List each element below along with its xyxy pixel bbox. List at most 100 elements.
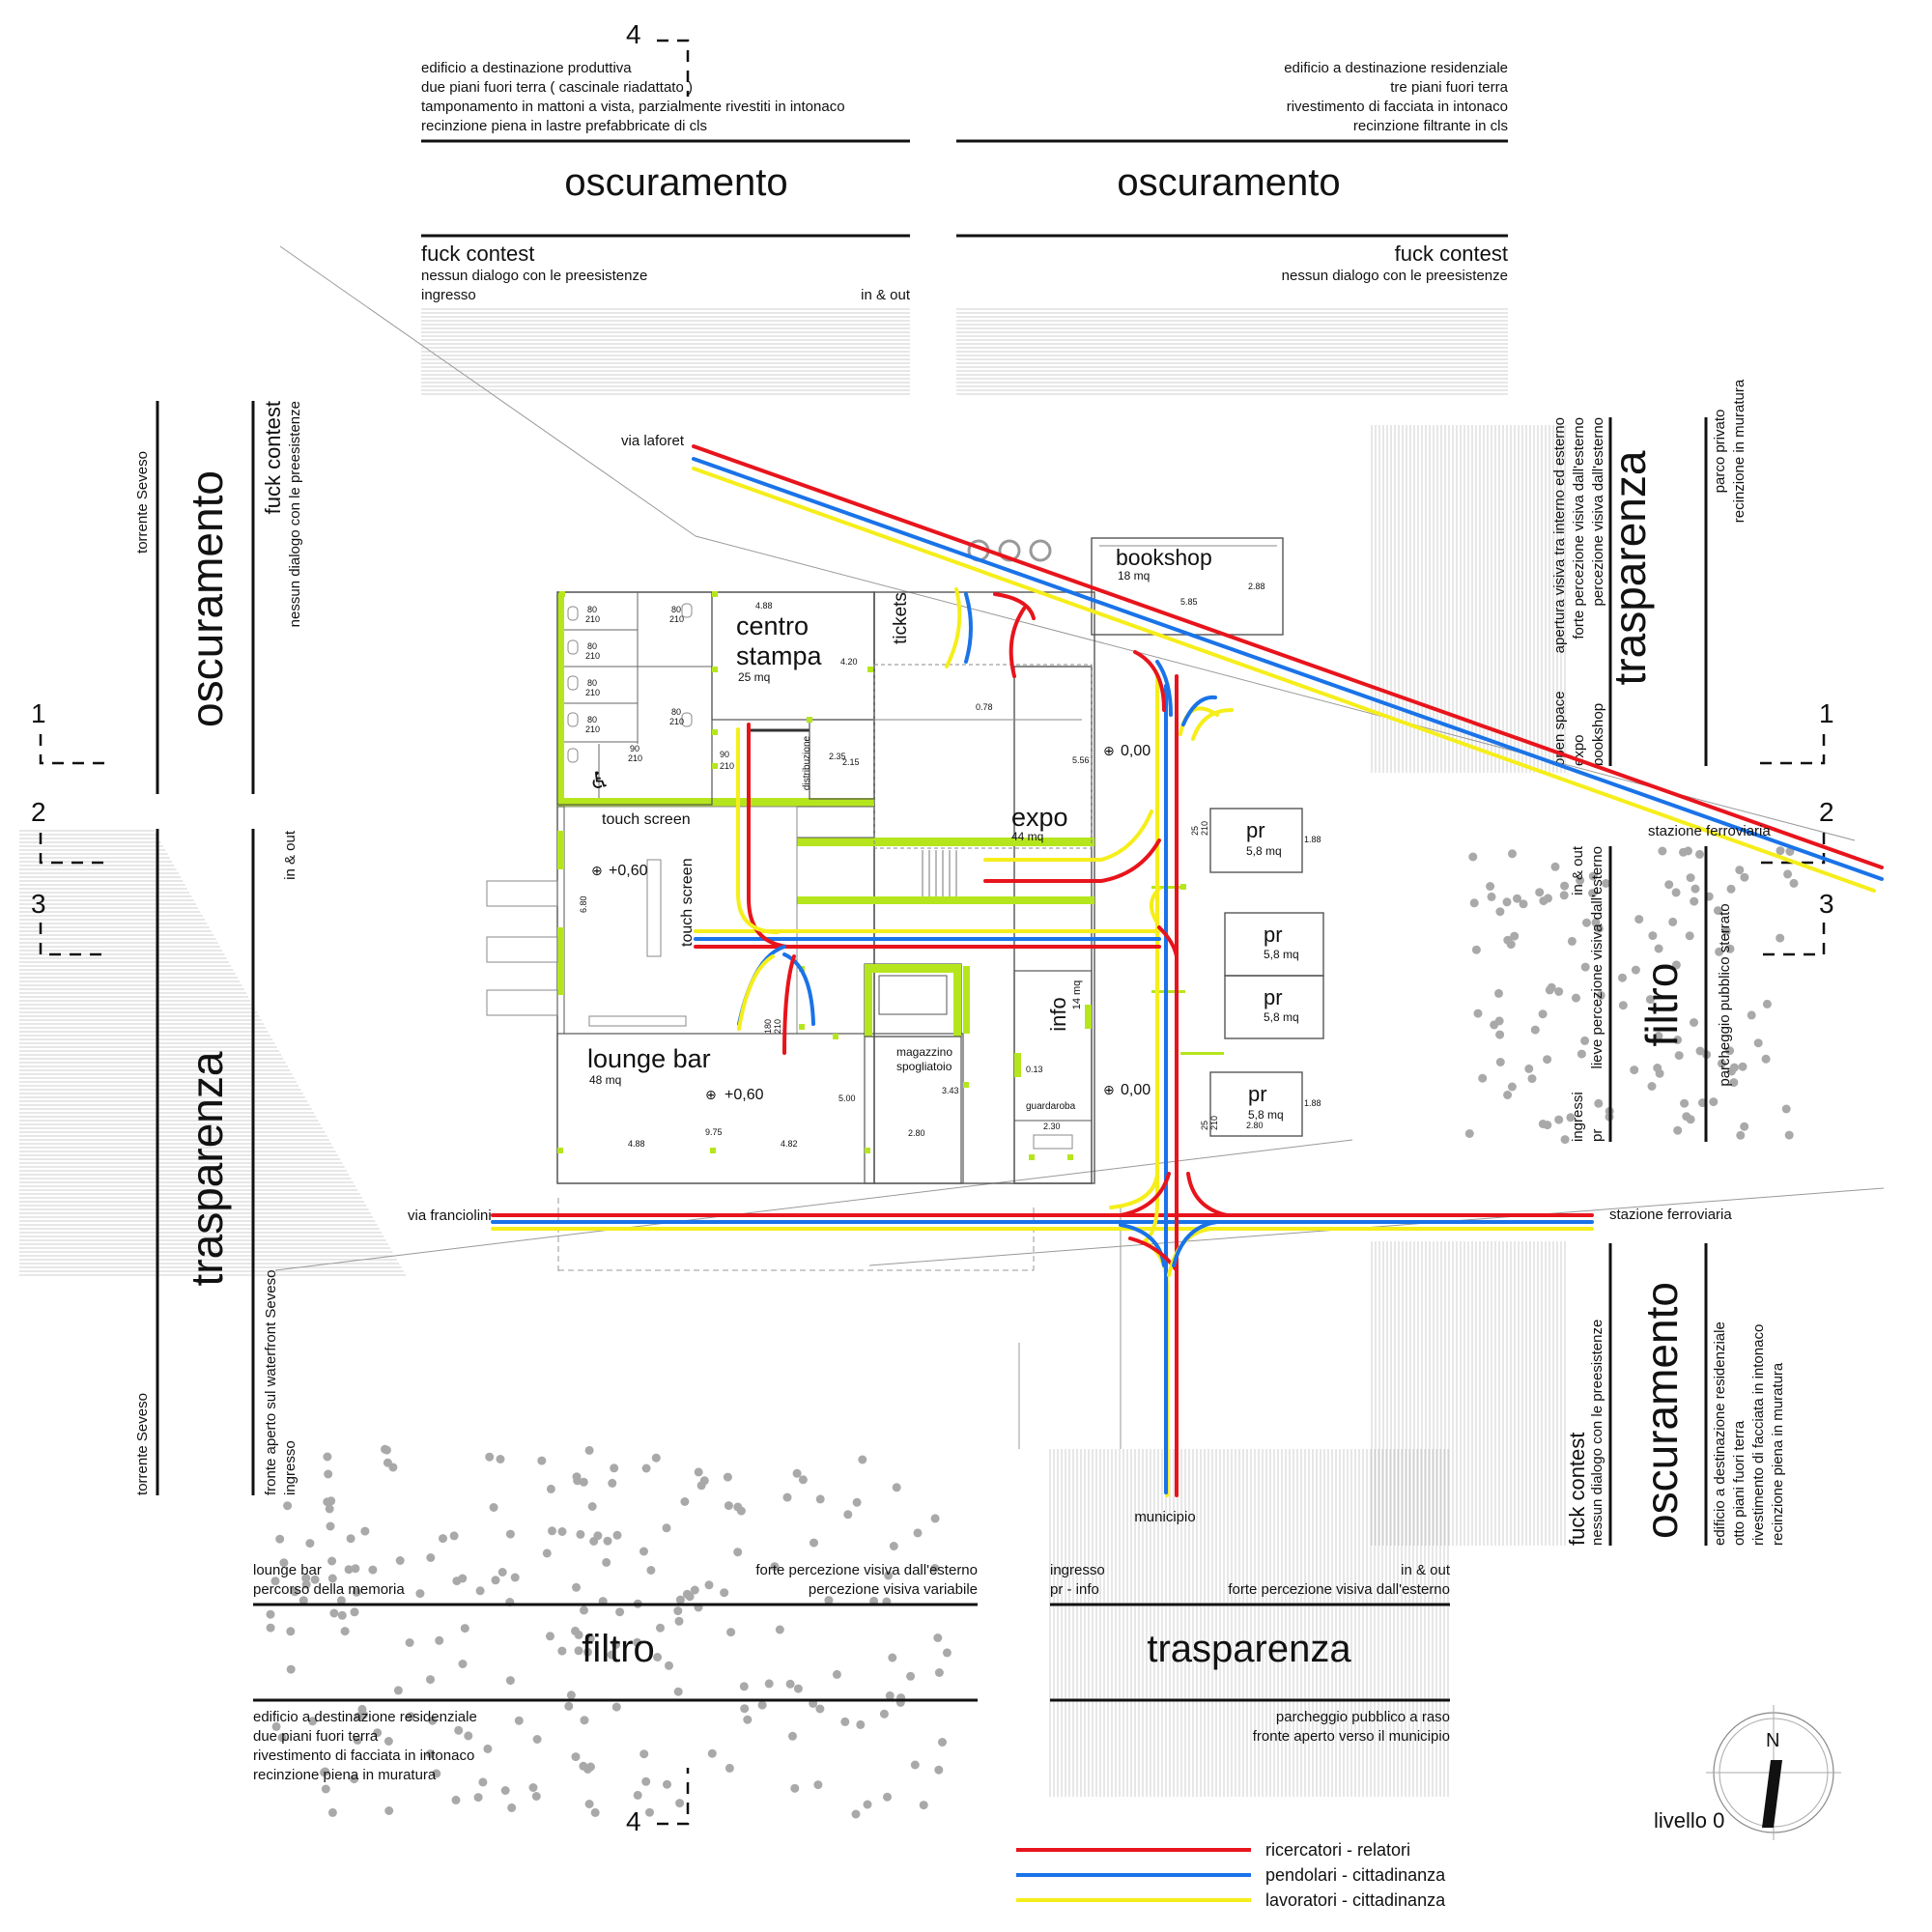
svg-text:⊕: ⊕: [1103, 743, 1115, 758]
dot: [1781, 1104, 1791, 1114]
dot: [1519, 899, 1528, 909]
svg-text:210: 210: [669, 717, 684, 726]
dot: [1487, 892, 1496, 901]
dot: [1695, 849, 1704, 859]
dot: [286, 1664, 296, 1674]
dot: [1671, 960, 1681, 970]
dot: [1550, 862, 1560, 871]
north-label: N: [1766, 1730, 1779, 1751]
dot: [1735, 866, 1745, 875]
note-line: edificio a destinazione residenziale: [253, 1709, 477, 1725]
flow-blue-diagonal: [692, 457, 1884, 881]
svg-text:2.35: 2.35: [829, 752, 846, 761]
svg-text:210: 210: [669, 614, 684, 624]
note-line: edificio a destinazione produttiva: [421, 60, 632, 76]
dot: [1680, 1098, 1690, 1108]
note-line: tamponamento in mattoni a vista, parzial…: [421, 99, 845, 115]
dot: [1602, 879, 1610, 888]
dot: [743, 1715, 753, 1724]
band-sub-left: pr - info: [1050, 1581, 1099, 1598]
dot: [1554, 1115, 1564, 1124]
dot: [344, 1565, 354, 1575]
dot: [1684, 846, 1692, 856]
svg-text:180: 180: [763, 1019, 773, 1034]
dot: [1464, 1129, 1474, 1138]
dot: [1567, 936, 1577, 946]
dot: [1582, 918, 1591, 927]
svg-text:210: 210: [585, 724, 600, 734]
svg-text:⊕: ⊕: [705, 1087, 717, 1102]
dot: [1654, 944, 1663, 953]
dot: [1762, 999, 1772, 1009]
band-title: oscuramento: [1636, 1282, 1687, 1539]
band-sub-line: ingressi: [1570, 1092, 1586, 1142]
dot: [824, 1596, 834, 1605]
room-label-centro-stampa-2: stampa: [736, 641, 823, 670]
dot: [612, 1530, 622, 1540]
note-line: due piani fuori terra: [253, 1728, 379, 1745]
svg-text:1.88: 1.88: [1304, 1098, 1321, 1108]
dot: [740, 1704, 750, 1714]
band-title: oscuramento: [564, 161, 787, 204]
dot: [270, 1577, 280, 1586]
dot: [1673, 1125, 1683, 1135]
dot: [325, 1504, 334, 1514]
room-label-bookshop: bookshop: [1116, 545, 1212, 570]
dot: [1530, 1025, 1540, 1035]
dot: [574, 1646, 583, 1656]
room-label-distribuzione: distribuzione: [802, 735, 812, 790]
svg-text:80: 80: [587, 715, 597, 724]
dot: [615, 1607, 625, 1617]
dot: [350, 1775, 359, 1784]
dot: [449, 1531, 459, 1541]
dot: [673, 1606, 683, 1616]
note-line: tre piani fuori terra: [1390, 79, 1508, 96]
room-label-pr: pr: [1248, 1082, 1267, 1106]
dot: [889, 1542, 898, 1550]
dot: [1596, 990, 1605, 1000]
band-sub-label: open space: [1551, 691, 1568, 766]
dot: [426, 1553, 436, 1562]
legend-label: pendolari - cittadinanza: [1265, 1865, 1446, 1885]
svg-text:4.88: 4.88: [755, 601, 773, 611]
street-label-station-top: stazione ferroviaria: [1648, 823, 1771, 839]
note-line: edificio a destinazione residenziale: [1284, 60, 1508, 76]
band-note: rivestimento di facciata in intonaco: [1750, 1324, 1767, 1546]
dot: [327, 1574, 337, 1583]
dot: [346, 1534, 355, 1544]
dot: [1726, 884, 1736, 894]
dot: [1740, 1122, 1749, 1131]
dot: [1495, 907, 1505, 917]
dot: [694, 1467, 703, 1477]
dot: [843, 1510, 853, 1520]
svg-text:4.20: 4.20: [840, 657, 858, 667]
section-mark-1-right: 1: [1819, 698, 1834, 728]
dot: [930, 1564, 940, 1573]
dot: [736, 1506, 746, 1516]
dot: [1524, 1064, 1534, 1073]
dot: [585, 1634, 595, 1643]
dot: [384, 1737, 393, 1746]
dot: [475, 1586, 485, 1596]
room-label-guardaroba: guardaroba: [1026, 1101, 1076, 1112]
svg-text:2.88: 2.88: [1248, 582, 1265, 591]
dot: [1671, 888, 1681, 897]
dot: [308, 1717, 318, 1726]
dot: [579, 1761, 588, 1771]
svg-text:0.13: 0.13: [1026, 1065, 1043, 1074]
dot: [1648, 931, 1658, 941]
dot: [275, 1534, 285, 1544]
dot: [942, 1648, 952, 1658]
dot: [665, 1661, 673, 1670]
dot: [1468, 852, 1478, 862]
dot: [583, 1647, 592, 1657]
dot: [641, 1776, 651, 1786]
dot: [1727, 1066, 1736, 1076]
note-line: recinzione piena in lastre prefabbricate…: [421, 118, 707, 134]
room-area: 5,8 mq: [1248, 1108, 1284, 1122]
band-top-right: edificio a destinazione residenziale tre…: [956, 60, 1509, 284]
dot: [673, 1687, 683, 1696]
accessible-wc-icon: ♿: [589, 768, 611, 794]
dot: [646, 1566, 656, 1575]
dot: [775, 1625, 784, 1634]
